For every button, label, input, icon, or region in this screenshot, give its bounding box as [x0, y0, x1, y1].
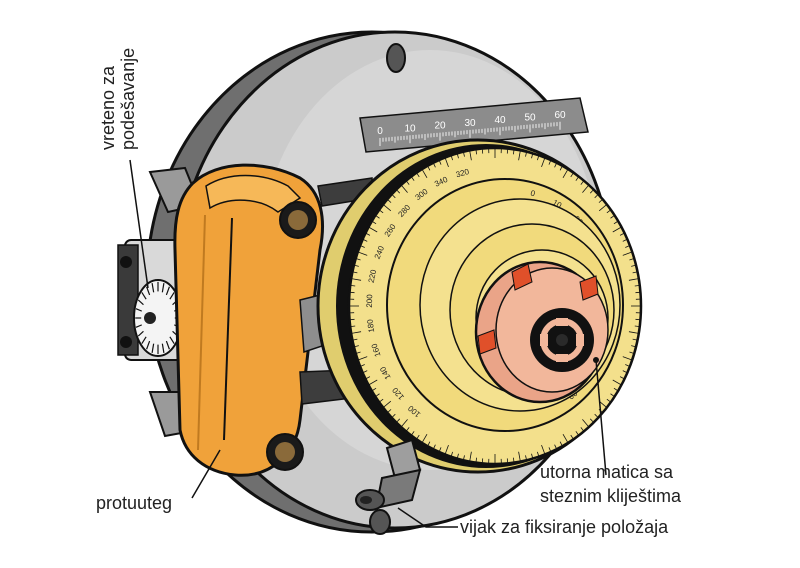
dial-tick: [635, 326, 639, 327]
label-nut-line1: utorna matica sa: [540, 460, 681, 484]
label-collet-nut: utorna matica sa steznim kliještima: [540, 460, 681, 508]
label-nut-line2: steznim kliještima: [540, 484, 681, 508]
scale-number: 50: [524, 113, 536, 124]
dial-tick: [476, 458, 477, 462]
label-spindle-line1: vreteno za: [98, 48, 118, 150]
label-adjusting-spindle: vreteno za podešavanje: [98, 48, 138, 150]
dial-tick: [513, 150, 514, 154]
dial-number: 200: [365, 294, 374, 308]
scale-number: 60: [554, 110, 566, 121]
label-counterweight: protuuteg: [96, 492, 172, 514]
label-locking-screw: vijak za fiksiranje položaja: [460, 516, 668, 538]
chuck-hole-bottom: [370, 510, 390, 534]
scale-number: 30: [464, 118, 476, 129]
scale-number: 20: [434, 121, 446, 132]
scale-number: 0: [377, 126, 383, 137]
dial-tick: [513, 458, 514, 462]
dial-tick: [351, 326, 355, 327]
dial-tick: [635, 286, 639, 287]
dial-tick: [476, 150, 477, 154]
scale-number: 10: [404, 123, 416, 134]
chuck-hole-top: [387, 44, 405, 72]
dial-tick: [351, 286, 355, 287]
label-spindle-line2: podešavanje: [118, 48, 138, 150]
scale-number: 40: [494, 115, 506, 126]
